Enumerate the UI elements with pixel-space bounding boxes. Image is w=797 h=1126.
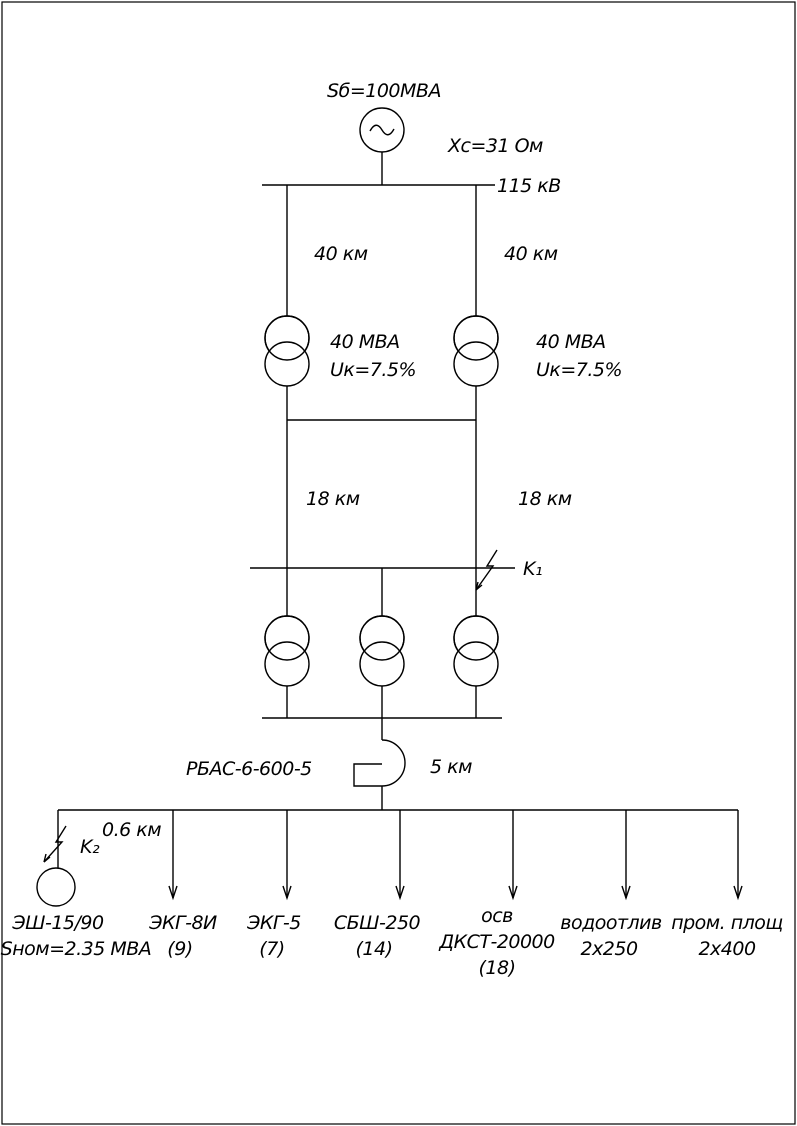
cable-length-label: 5 км bbox=[430, 756, 472, 778]
system-reactance-label: Xс=31 Ом bbox=[447, 135, 543, 157]
load-feeder bbox=[282, 810, 292, 901]
fault-k2-label: K₂ bbox=[80, 836, 100, 858]
load-label: водоотлив bbox=[560, 912, 662, 934]
load-label: СБШ-250 bbox=[334, 912, 421, 934]
transformer-left-uk: Uк=7.5% bbox=[330, 359, 416, 381]
bus-115kv-label: 115 кВ bbox=[497, 175, 561, 197]
load-label: 2х250 bbox=[580, 938, 638, 960]
reactor-symbol bbox=[353, 739, 406, 810]
ac-wave-icon bbox=[369, 124, 395, 136]
reactor-type-label: РБАС-6-600-5 bbox=[186, 758, 312, 780]
transformer-6kv-right bbox=[453, 615, 499, 687]
load-label: ДКСТ-20000 bbox=[438, 931, 555, 953]
load-label: (18) bbox=[478, 957, 515, 979]
line-110kv-left-length: 40 км bbox=[314, 243, 368, 265]
load-feeder bbox=[733, 810, 743, 901]
load-label: Sном=2.35 МВА bbox=[1, 938, 152, 960]
load-label: ЭКГ-8И bbox=[148, 912, 217, 934]
load-feeder bbox=[621, 810, 631, 901]
load-label: (14) bbox=[355, 938, 392, 960]
transformer-main-right bbox=[453, 315, 499, 387]
load-feeder bbox=[508, 810, 518, 901]
line-110kv-right-length: 40 км bbox=[504, 243, 558, 265]
fault-k2-arrow-icon bbox=[43, 825, 67, 863]
transformer-right-uk: Uк=7.5% bbox=[536, 359, 622, 381]
transformer-6kv-left bbox=[264, 615, 310, 687]
fault-k1-arrow-icon bbox=[475, 549, 498, 591]
transformer-right-rating: 40 МВА bbox=[536, 331, 606, 353]
load-label: пром. площ bbox=[671, 912, 783, 934]
transformer-left-rating: 40 МВА bbox=[330, 331, 400, 353]
transformer-main-left bbox=[264, 315, 310, 387]
transformer-6kv-middle bbox=[359, 615, 405, 687]
line-35kv-left-length: 18 км bbox=[306, 488, 360, 510]
load-label: ЭКГ-5 bbox=[246, 912, 301, 934]
motor-branch-length: 0.6 км bbox=[102, 819, 161, 841]
load-label: (7) bbox=[259, 938, 284, 960]
line-35kv-right-length: 18 км bbox=[518, 488, 572, 510]
load-label: осв bbox=[481, 905, 513, 927]
motor-symbol bbox=[36, 867, 76, 907]
load-label: (9) bbox=[167, 938, 192, 960]
fault-k1-label: K₁ bbox=[523, 558, 542, 580]
load-feeder bbox=[395, 810, 405, 901]
load-feeder bbox=[168, 810, 178, 901]
load-label: 2х400 bbox=[698, 938, 756, 960]
load-label: ЭШ-15/90 bbox=[11, 912, 104, 934]
source-power-label: Sб=100МВА bbox=[327, 80, 441, 102]
